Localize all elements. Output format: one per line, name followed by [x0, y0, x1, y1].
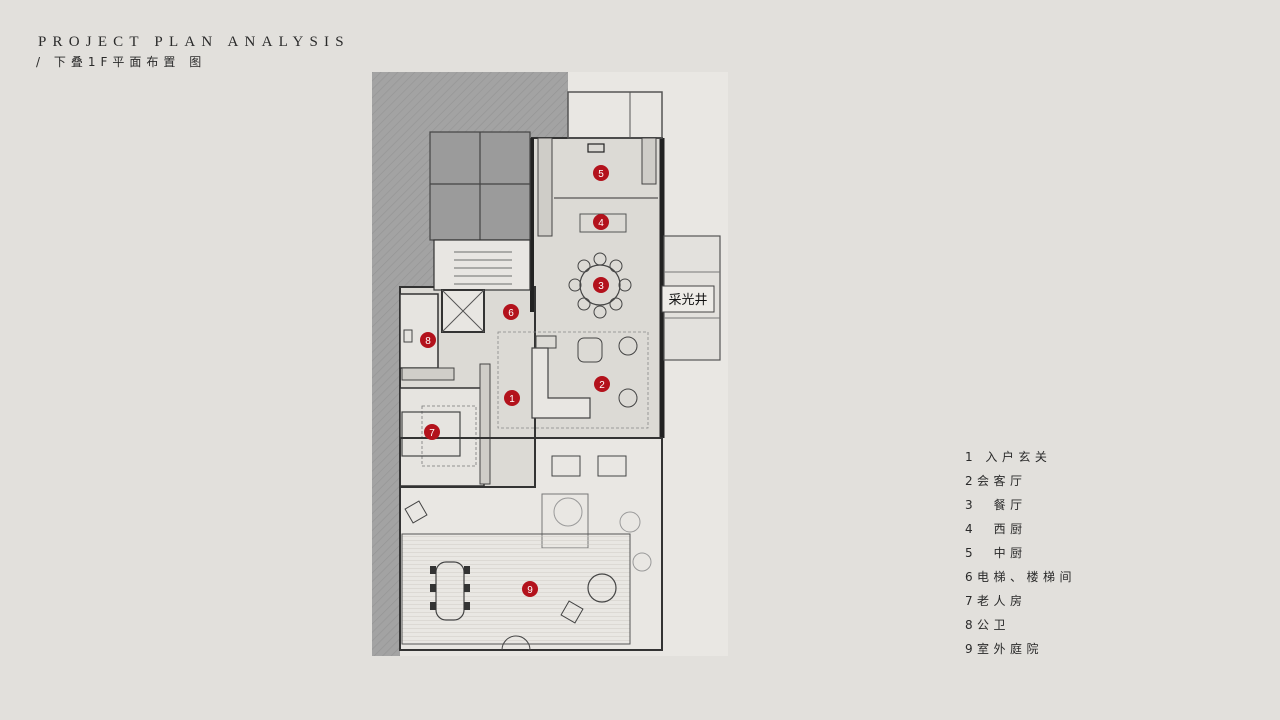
- svg-text:3: 3: [598, 281, 604, 292]
- svg-text:5: 5: [598, 169, 604, 180]
- svg-text:8: 8: [425, 336, 431, 347]
- svg-text:9: 9: [527, 585, 533, 596]
- marker-9: 9: [522, 581, 538, 597]
- svg-text:4: 4: [598, 218, 604, 229]
- svg-text:1: 1: [509, 394, 515, 405]
- courtyard-deck: [401, 533, 631, 645]
- svg-text:2: 2: [599, 380, 605, 391]
- marker-3: 3: [593, 277, 609, 293]
- page-title: PROJECT PLAN ANALYSIS: [38, 34, 350, 50]
- marker-1: 1: [504, 390, 520, 406]
- floor-plan: 采光井: [372, 72, 728, 656]
- marker-2: 2: [594, 376, 610, 392]
- marker-6: 6: [503, 304, 519, 320]
- legend-item: 5 中厨: [965, 546, 1027, 560]
- lightwell-label: 采光井: [668, 293, 707, 308]
- marker-4: 4: [593, 214, 609, 230]
- marker-7: 7: [424, 424, 440, 440]
- legend-item: 4 西厨: [965, 522, 1027, 536]
- floor-plan-drawing: 采光井: [372, 72, 728, 656]
- marker-8: 8: [420, 332, 436, 348]
- legend-item: 1 入户玄关: [965, 450, 1052, 464]
- svg-text:6: 6: [508, 308, 514, 319]
- room-markers: 1 2 3 4 5 6 7 8 9: [420, 165, 610, 597]
- legend-item: 3 餐厅: [965, 498, 1027, 512]
- svg-text:7: 7: [429, 428, 435, 439]
- marker-5: 5: [593, 165, 609, 181]
- page-subtitle: / 下叠1F平面布置 图: [36, 55, 207, 69]
